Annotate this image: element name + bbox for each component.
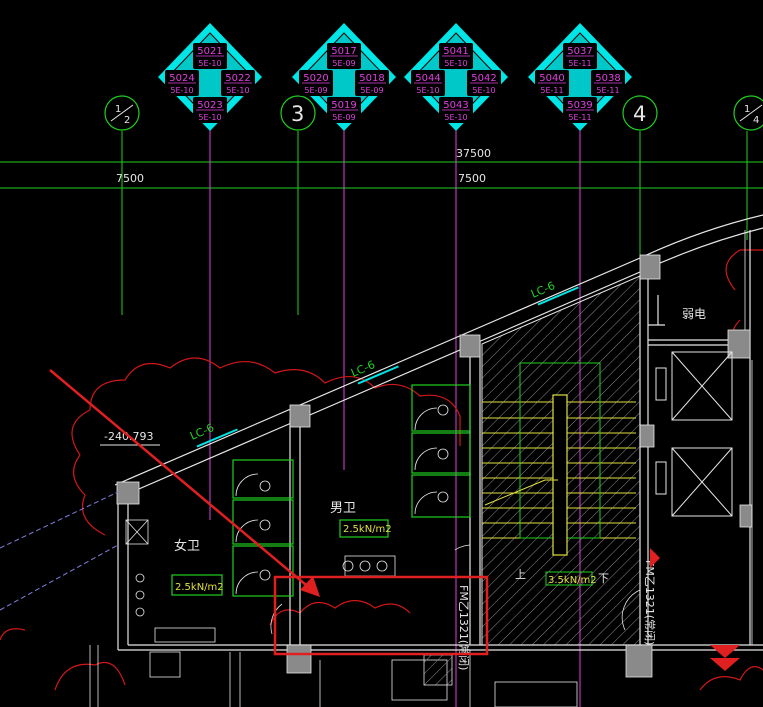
tag-rating: 5E-09 [332, 113, 355, 122]
axis-bubble-3[interactable]: 3 [280, 95, 316, 131]
revision-clouds [0, 249, 763, 691]
tag-group[interactable]: 5037 5E-11 5040 5E-11 5038 5E-11 5039 5E-11 [528, 23, 632, 131]
stair-up-label: 上 [515, 568, 526, 581]
fire-door-marker [650, 548, 660, 568]
elevator-shaft-2 [655, 447, 733, 517]
elevator-shaft-1 [655, 351, 733, 421]
tag-circuit-number: 5040 [539, 73, 564, 84]
tag-circuit-number: 5024 [169, 73, 194, 84]
right-span-dimension: 7500 [458, 172, 486, 185]
tag-rating: 5E-11 [540, 86, 563, 95]
dashed-guides [0, 491, 119, 611]
stair-down-label: 下 [598, 572, 609, 585]
stair-direction-line [484, 479, 558, 506]
tag-rating: 5E-10 [226, 86, 249, 95]
tag-rating: 5E-09 [304, 86, 327, 95]
tag-rating: 5E-10 [416, 86, 439, 95]
tag-circuit-number: 5043 [443, 100, 468, 111]
fire-door-label-1: FM乙1321(常闭) [457, 585, 470, 670]
stair-handrail [552, 394, 568, 556]
toilet-partitions [171, 384, 471, 597]
axis-bubble-4[interactable]: 4 [622, 95, 658, 131]
tag-rating: 5E-11 [568, 113, 591, 122]
tag-rating: 5E-09 [360, 86, 383, 95]
left-span-dimension: 7500 [116, 172, 144, 185]
red-hatched-marker [710, 645, 740, 671]
womens-wc-label: 女卫 [174, 538, 200, 554]
tag-circuit-number: 5018 [359, 73, 384, 84]
tag-rating: 5E-10 [472, 86, 495, 95]
structural-columns [116, 254, 753, 678]
overall-dimension: 37500 [456, 147, 491, 160]
axis-denominator: 4 [753, 115, 759, 126]
tag-circuit-number: 5041 [443, 46, 468, 57]
highlight-arrow-head [300, 576, 320, 597]
fire-door-label-2: FM乙1321(常闭) [643, 560, 656, 645]
tag-rating: 5E-10 [444, 113, 467, 122]
tag-circuit-number: 5020 [303, 73, 328, 84]
electrical-room-label: 弱电 [682, 307, 706, 321]
axis-denominator: 2 [124, 115, 130, 126]
tag-circuit-number: 5017 [331, 46, 356, 57]
tag-group[interactable]: 5041 5E-10 5044 5E-10 5042 5E-10 5043 5E-10 [404, 23, 508, 131]
tag-circuit-number: 5022 [225, 73, 250, 84]
womens-wc-load: 2.5kN/m2 [175, 582, 224, 593]
misc-linework [89, 230, 753, 707]
tag-group[interactable]: 5017 5E-09 5020 5E-09 5018 5E-09 5019 5E-09 [292, 23, 396, 131]
tag-rating: 5E-10 [198, 113, 221, 122]
axis-bubble-1-2[interactable]: 1 2 [104, 95, 140, 131]
mens-wc-load: 2.5kN/m2 [343, 524, 392, 535]
tag-rating: 5E-10 [444, 59, 467, 68]
mens-wc-label: 男卫 [330, 501, 356, 516]
tag-rating: 5E-11 [568, 59, 591, 68]
axis-numerator: 1 [115, 104, 121, 115]
door-swings [235, 407, 641, 635]
tag-circuit-number: 5039 [567, 100, 592, 111]
axis-label: 3 [291, 102, 304, 126]
tag-rating: 5E-11 [596, 86, 619, 95]
tag-circuit-number: 5023 [197, 100, 222, 111]
stair-load-label: 3.5kN/m2 [548, 575, 597, 586]
tag-rating: 5E-10 [170, 86, 193, 95]
tag-circuit-number: 5044 [415, 73, 440, 84]
highlight-box[interactable] [273, 575, 489, 656]
plumbing-fixtures [125, 404, 578, 707]
highlight-arrow-shaft [49, 369, 313, 591]
axis-numerator: 1 [744, 104, 750, 115]
tag-circuit-number: 5038 [595, 73, 620, 84]
tag-group[interactable]: 5021 5E-10 5024 5E-10 5022 5E-10 5023 5E-10 [158, 23, 262, 131]
tag-circuit-number: 5037 [567, 46, 592, 57]
axis-label: 4 [633, 102, 646, 126]
tag-rating: 5E-10 [198, 59, 221, 68]
stair-load-box [545, 571, 593, 586]
axis-lines [121, 131, 748, 315]
tag-circuit-number: 5042 [471, 73, 496, 84]
tag-groups: 5021 5E-10 5024 5E-10 5022 5E-10 5023 5E-10 5017… [158, 23, 632, 131]
tag-circuit-number: 5021 [197, 46, 222, 57]
axis-bubble-1-4[interactable]: 1 4 [733, 95, 763, 131]
tag-rating: 5E-09 [332, 59, 355, 68]
tag-circuit-number: 5019 [331, 100, 356, 111]
